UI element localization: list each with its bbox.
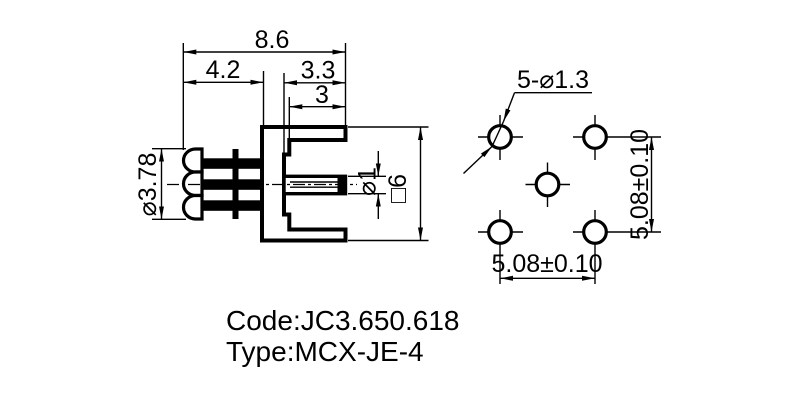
part-code-label: Code:JC3.650.618 [226,305,460,336]
footer-text: Code:JC3.650.618 Type:MCX-JE-4 [226,305,460,367]
mounting-holes [487,124,608,245]
dim-pin-diameter-label: ⌀1 [354,167,382,196]
body-outline [260,125,348,243]
dim-right-section-label: 3.3 [301,57,336,85]
hole-center [534,171,561,198]
holes-leader [463,91,592,175]
hole-bottom-right [582,219,608,245]
dim-horizontal-pitch-label: 5.08±0.10 [491,250,602,278]
dimension-lines [159,49,423,241]
hole-top-right [582,124,608,150]
dim-mating-diameter-label: ⌀3.78 [134,153,162,217]
dim-inner-depth-label: 3 [315,81,329,109]
side-view: 8.6 4.2 3.3 3 ⌀3.78 ⌀1 □6 [134,26,429,243]
dim-body-square-label: □6 [384,174,412,203]
footprint-view: 5-⌀1.3 5.08±0.10 5.08±0.10 [463,66,661,284]
dim-vertical-pitch-label: 5.08±0.10 [626,129,654,240]
part-type-label: Type:MCX-JE-4 [226,336,424,367]
hole-bottom-left [487,219,513,245]
dim-left-section-label: 4.2 [206,56,241,84]
mating-interface-lobes [181,147,204,221]
holes-count-label: 5-⌀1.3 [517,66,589,94]
dim-overall-width-label: 8.6 [255,26,290,54]
